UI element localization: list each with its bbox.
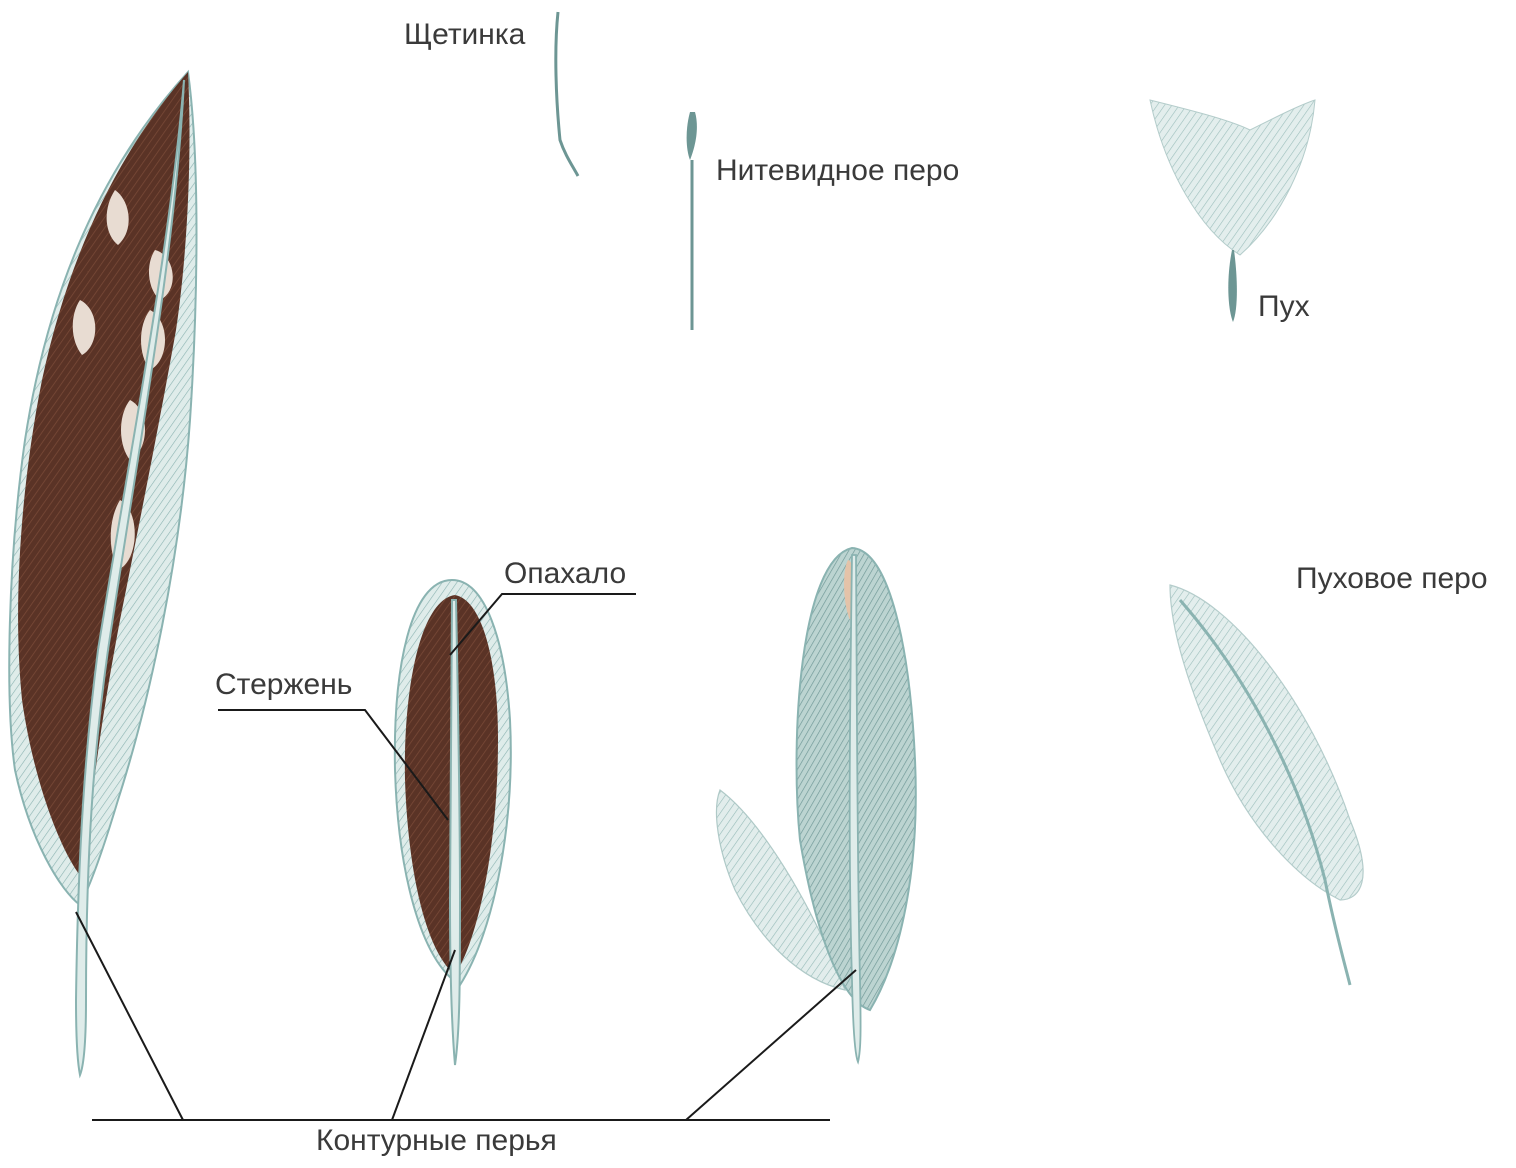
down-feather-illustration xyxy=(1170,585,1363,985)
label-shaft: Стержень xyxy=(215,670,352,700)
label-down: Пух xyxy=(1258,292,1310,322)
label-filoplume: Нитевидное перо xyxy=(716,156,959,186)
large-contour-feather xyxy=(9,72,196,1075)
label-down-feather: Пуховое перо xyxy=(1296,564,1488,594)
teal-contour-feather xyxy=(716,548,915,1062)
contour-leader-1 xyxy=(76,912,183,1120)
bristle-illustration xyxy=(556,12,578,176)
contour-leader-2 xyxy=(392,950,455,1120)
label-bristle: Щетинка xyxy=(404,20,525,50)
contour-leader-3 xyxy=(686,970,856,1120)
filoplume-illustration xyxy=(687,112,697,330)
label-contour-feathers: Контурные перья xyxy=(316,1126,557,1156)
down-tuft-illustration xyxy=(1150,100,1315,322)
label-vane: Опахало xyxy=(504,559,626,589)
